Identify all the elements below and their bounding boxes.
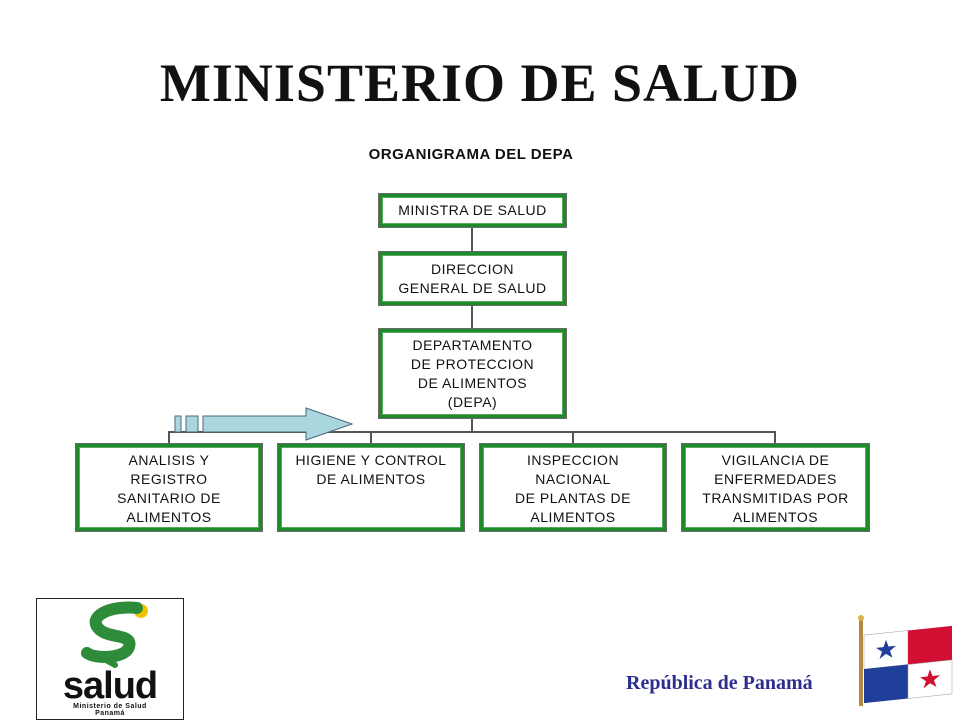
arrow-body — [202, 407, 354, 441]
connector-level3-bus — [471, 418, 473, 432]
logo-subtext: Ministerio de Salud Panamá — [73, 703, 147, 717]
connector-level1-level2 — [471, 226, 473, 252]
box-direccion-general-label: DIRECCION GENERAL DE SALUD — [398, 260, 547, 296]
arrow-tail-segment-1 — [174, 415, 182, 433]
connector-bus — [168, 431, 776, 433]
box-unit-analisis-registro-label: ANALISIS Y REGISTRO SANITARIO DE ALIMENT… — [117, 452, 221, 525]
page-title: MINISTERIO DE SALUD — [159, 53, 801, 113]
flag-pole-finial — [858, 615, 864, 621]
connector-unit-1 — [168, 431, 170, 444]
panama-flag-icon — [858, 615, 953, 706]
ministry-of-health-logo-icon: salud Ministerio de Salud Panamá — [36, 598, 184, 720]
flag-quarter-red — [908, 625, 952, 665]
connector-level2-level3 — [471, 304, 473, 329]
box-unit-vigilancia: VIGILANCIA DE ENFERMEDADES TRANSMITIDAS … — [681, 443, 870, 532]
flag-pole — [859, 618, 863, 706]
box-unit-higiene-control-label: HIGIENE Y CONTROL DE ALIMENTOS — [295, 452, 447, 487]
box-ministra: MINISTRA DE SALUD — [378, 193, 567, 228]
box-unit-higiene-control: HIGIENE Y CONTROL DE ALIMENTOS — [277, 443, 465, 532]
box-direccion-general: DIRECCION GENERAL DE SALUD — [378, 251, 567, 306]
box-unit-inspeccion-nacional: INSPECCION NACIONAL DE PLANTAS DE ALIMEN… — [479, 443, 667, 532]
flag-star-blue — [876, 639, 896, 660]
logo-emblem-serpent — [81, 601, 143, 663]
logo-emblem-staff — [94, 652, 118, 668]
box-unit-analisis-registro: ANALISIS Y REGISTRO SANITARIO DE ALIMENT… — [75, 443, 263, 532]
box-depa-label: DEPARTAMENTO DE PROTECCION DE ALIMENTOS … — [410, 336, 535, 410]
arrow-tail-segment-2 — [185, 415, 199, 433]
box-depa: DEPARTAMENTO DE PROTECCION DE ALIMENTOS … — [378, 328, 567, 419]
logo-emblem — [81, 601, 148, 668]
box-unit-inspeccion-nacional-label: INSPECCION NACIONAL DE PLANTAS DE ALIMEN… — [515, 452, 631, 525]
chart-subtitle: ORGANIGRAMA DEL DEPA — [368, 146, 574, 163]
flag-cloth — [863, 625, 953, 704]
country-label: República de Panamá — [626, 672, 813, 694]
box-unit-vigilancia-label: VIGILANCIA DE ENFERMEDADES TRANSMITIDAS … — [702, 452, 849, 525]
connector-unit-2 — [370, 431, 372, 444]
flag-quarter-blue — [864, 664, 908, 704]
connector-unit-4 — [774, 431, 776, 444]
arrow-right-icon — [174, 407, 354, 441]
flag-star-red — [920, 669, 940, 689]
box-ministra-label: MINISTRA DE SALUD — [398, 202, 547, 218]
connector-unit-3 — [572, 431, 574, 444]
logo-wordmark: salud — [62, 665, 158, 707]
